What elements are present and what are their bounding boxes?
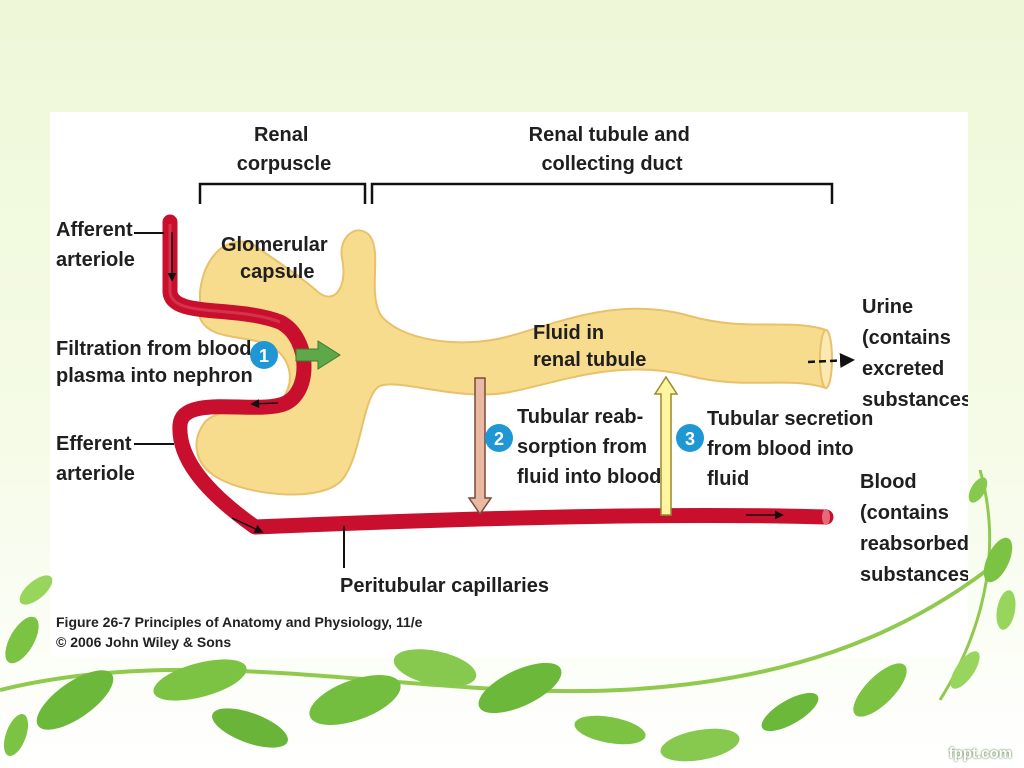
- leaf-right-3: [968, 477, 988, 503]
- step3-number: 3: [685, 429, 695, 449]
- tubule-opening: [819, 329, 833, 389]
- step2-number: 2: [494, 429, 504, 449]
- filtration-label: Filtration from blood plasma into nephro…: [56, 338, 257, 387]
- leaf-right-1: [983, 537, 1013, 583]
- renal-tubule: [195, 229, 827, 496]
- secretion-label: Tubular secretion from blood into fluid: [707, 408, 879, 490]
- urine-label: Urine (contains excreted substances): [862, 296, 968, 411]
- leaf-left-3: [3, 714, 29, 756]
- leaf-7: [574, 715, 646, 745]
- blood-label: Blood (contains reabsorbed substances): [860, 471, 968, 586]
- capillary-end: [822, 509, 830, 525]
- corpuscle-bracket: [198, 182, 367, 204]
- leaf-right-2: [996, 590, 1016, 630]
- reabsorption-arrow: [467, 377, 493, 516]
- leaf-left-1: [5, 616, 39, 664]
- reabsorption-label: Tubular reab- sorption from fluid into b…: [517, 406, 661, 488]
- header-renal-corpuscle: Renal corpuscle: [237, 124, 331, 175]
- leaf-3: [212, 708, 288, 748]
- leaf-8: [660, 728, 740, 762]
- leaf-10: [853, 663, 907, 717]
- leaf-left-2: [19, 575, 53, 605]
- leaf-1: [36, 670, 114, 730]
- figure-caption: Figure 26-7 Principles of Anatomy and Ph…: [56, 614, 426, 650]
- leaf-9: [761, 692, 819, 732]
- nephron-diagram: 1 2 3 Renal corpuscle Renal tubule and c…: [56, 124, 979, 650]
- filtration-arrow: [295, 340, 341, 370]
- glomerular-capsule-label: Glomerular capsule: [221, 234, 333, 283]
- leaf-4: [309, 675, 401, 725]
- leaf-6: [478, 662, 562, 714]
- vine-stem: [0, 558, 1002, 694]
- secretion-arrow: [653, 375, 679, 516]
- urine-flow-arrow: [807, 353, 855, 369]
- bottom-flow-arrow: [231, 517, 264, 534]
- leaf-11: [950, 651, 980, 689]
- step1-badge: [250, 341, 278, 369]
- afferent-arteriole-label: Afferent arteriole: [56, 219, 138, 271]
- leaf-5: [393, 649, 477, 687]
- figure-panel: 1 2 3 Renal corpuscle Renal tubule and c…: [50, 112, 979, 657]
- leaf-2: [153, 659, 247, 701]
- peritubular-capillaries-label: Peritubular capillaries: [340, 575, 549, 597]
- step1-number: 1: [259, 346, 269, 366]
- tubule-bracket: [370, 182, 834, 204]
- header-renal-tubule: Renal tubule and collecting duct: [529, 124, 696, 175]
- vessel-highlight: [168, 224, 281, 324]
- efferent-flow-arrow: [250, 399, 279, 409]
- step2-badge: [485, 424, 513, 452]
- fluid-in-tubule-label: Fluid in renal tubule: [533, 322, 646, 371]
- efferent-arteriole-label: Efferent arteriole: [56, 433, 137, 485]
- step3-badge: [676, 424, 704, 452]
- brand-watermark: fppt.com: [948, 745, 1012, 762]
